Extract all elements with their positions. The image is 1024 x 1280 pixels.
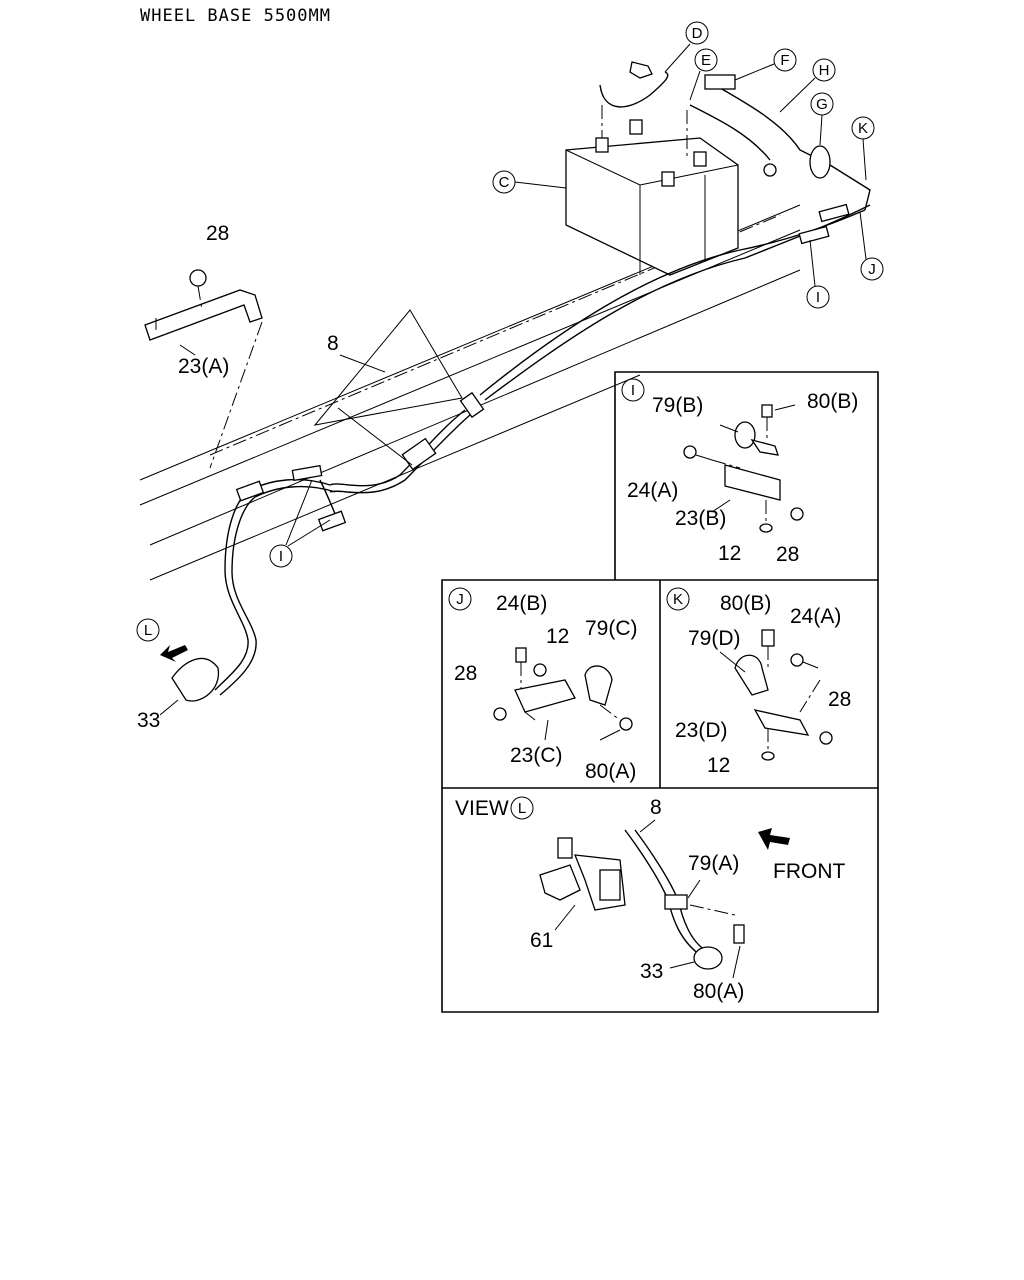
detail-j-callout: J: [456, 591, 464, 608]
detail-frames: [441, 371, 879, 1013]
detail-l-callout: L: [518, 800, 526, 817]
detail-l-8: 8: [650, 796, 662, 819]
battery: [565, 105, 739, 276]
battery-cables: [214, 61, 871, 696]
detail-k-80b: 80(B): [720, 592, 771, 615]
bracket-23a: [144, 269, 263, 469]
detail-k-12: 12: [707, 754, 730, 777]
callout-k: K: [858, 120, 868, 137]
callout-c: C: [499, 174, 510, 191]
detail-i: I 79(B) 80(B) 24(A) 23(B) 12 28: [621, 378, 858, 566]
detail-j-80a: 80(A): [585, 760, 636, 783]
label-23a: 23(A): [178, 355, 229, 378]
callout-i-left: I: [279, 548, 283, 565]
detail-i-79b: 79(B): [652, 394, 703, 417]
callout-d: D: [692, 25, 703, 42]
detail-j-24b: 24(B): [496, 592, 547, 615]
callout-f: F: [780, 52, 789, 69]
callout-j: J: [868, 261, 876, 278]
front-arrow-icon: [758, 828, 790, 850]
detail-l-view: VIEW L 8 79(A) FRONT 61 33 80(A): [455, 796, 845, 1003]
detail-i-callout: I: [631, 382, 635, 399]
detail-l-79a: 79(A): [688, 852, 739, 875]
detail-l-view-text: VIEW: [455, 797, 509, 820]
label-33-main: 33: [137, 709, 160, 732]
detail-i-23b: 23(B): [675, 507, 726, 530]
detail-l-61: 61: [530, 929, 553, 952]
diagram-title: WHEEL BASE 5500MM: [140, 6, 331, 26]
callout-g: G: [816, 96, 828, 113]
detail-k: K 80(B) 24(A) 79(D) 28 23(D) 12: [666, 587, 851, 777]
callout-e: E: [701, 52, 711, 69]
cable-callout-lines: [313, 309, 463, 466]
detail-j-12: 12: [546, 625, 569, 648]
view-arrow-l: [160, 645, 188, 662]
callout-i-right: I: [816, 289, 820, 306]
detail-k-79d: 79(D): [688, 627, 741, 650]
main-callouts: D E F H G K C J I I L: [136, 21, 884, 642]
label-8-main: 8: [327, 332, 339, 355]
detail-j: J 24(B) 12 79(C) 28 23(C) 80(A): [448, 587, 638, 783]
callout-l: L: [144, 622, 152, 639]
detail-j-79c: 79(C): [585, 617, 638, 640]
detail-k-28: 28: [828, 688, 851, 711]
detail-l-80a: 80(A): [693, 980, 744, 1003]
detail-l-front: FRONT: [773, 860, 845, 883]
terminal-33: [159, 657, 219, 716]
callout-h: H: [819, 62, 830, 79]
detail-j-23c: 23(C): [510, 744, 563, 767]
detail-i-80b: 80(B): [807, 390, 858, 413]
detail-k-24a: 24(A): [790, 605, 841, 628]
label-28-main: 28: [206, 222, 229, 245]
detail-k-callout: K: [673, 591, 683, 608]
detail-l-33: 33: [640, 960, 663, 983]
detail-i-24a: 24(A): [627, 479, 678, 502]
detail-k-23d: 23(D): [675, 719, 728, 742]
detail-i-28: 28: [776, 543, 799, 566]
detail-j-28: 28: [454, 662, 477, 685]
detail-i-12: 12: [718, 542, 741, 565]
